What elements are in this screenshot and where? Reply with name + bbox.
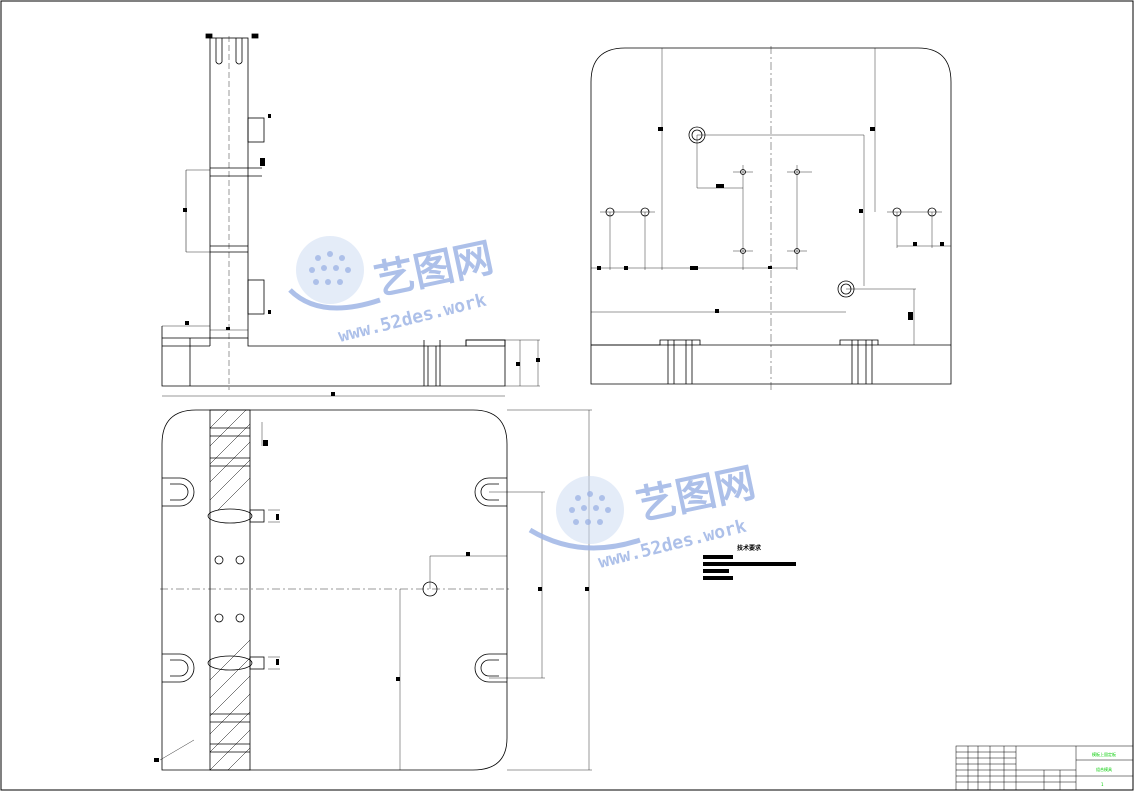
- top-view: [159, 409, 592, 771]
- dotted-globe-icon: [528, 476, 641, 551]
- title-block: [955, 745, 1134, 791]
- top-view-dim-labels: [154, 440, 589, 762]
- front-view-dim-labels: [183, 114, 540, 396]
- tech-notes-title: 技术要求: [737, 544, 762, 552]
- front-view: [161, 33, 540, 397]
- tech-note-line-3: [703, 569, 729, 573]
- tech-note-line-2: [703, 562, 796, 566]
- title-block-sheet: 1: [1101, 782, 1104, 787]
- side-view: [590, 46, 952, 392]
- watermark-1: 艺图网 www.52des.work: [288, 235, 497, 347]
- tech-note-line-1: [703, 555, 733, 559]
- dotted-globe-icon: [288, 236, 381, 311]
- title-block-title: 模板上固定板: [1092, 751, 1116, 757]
- tech-note-line-4: [703, 576, 733, 580]
- title-block-subtitle: 组合模具: [1096, 766, 1112, 772]
- watermark-url: www.52des.work: [336, 290, 488, 347]
- side-view-dim-labels: [597, 127, 944, 320]
- technical-notes: 技术要求: [703, 544, 796, 580]
